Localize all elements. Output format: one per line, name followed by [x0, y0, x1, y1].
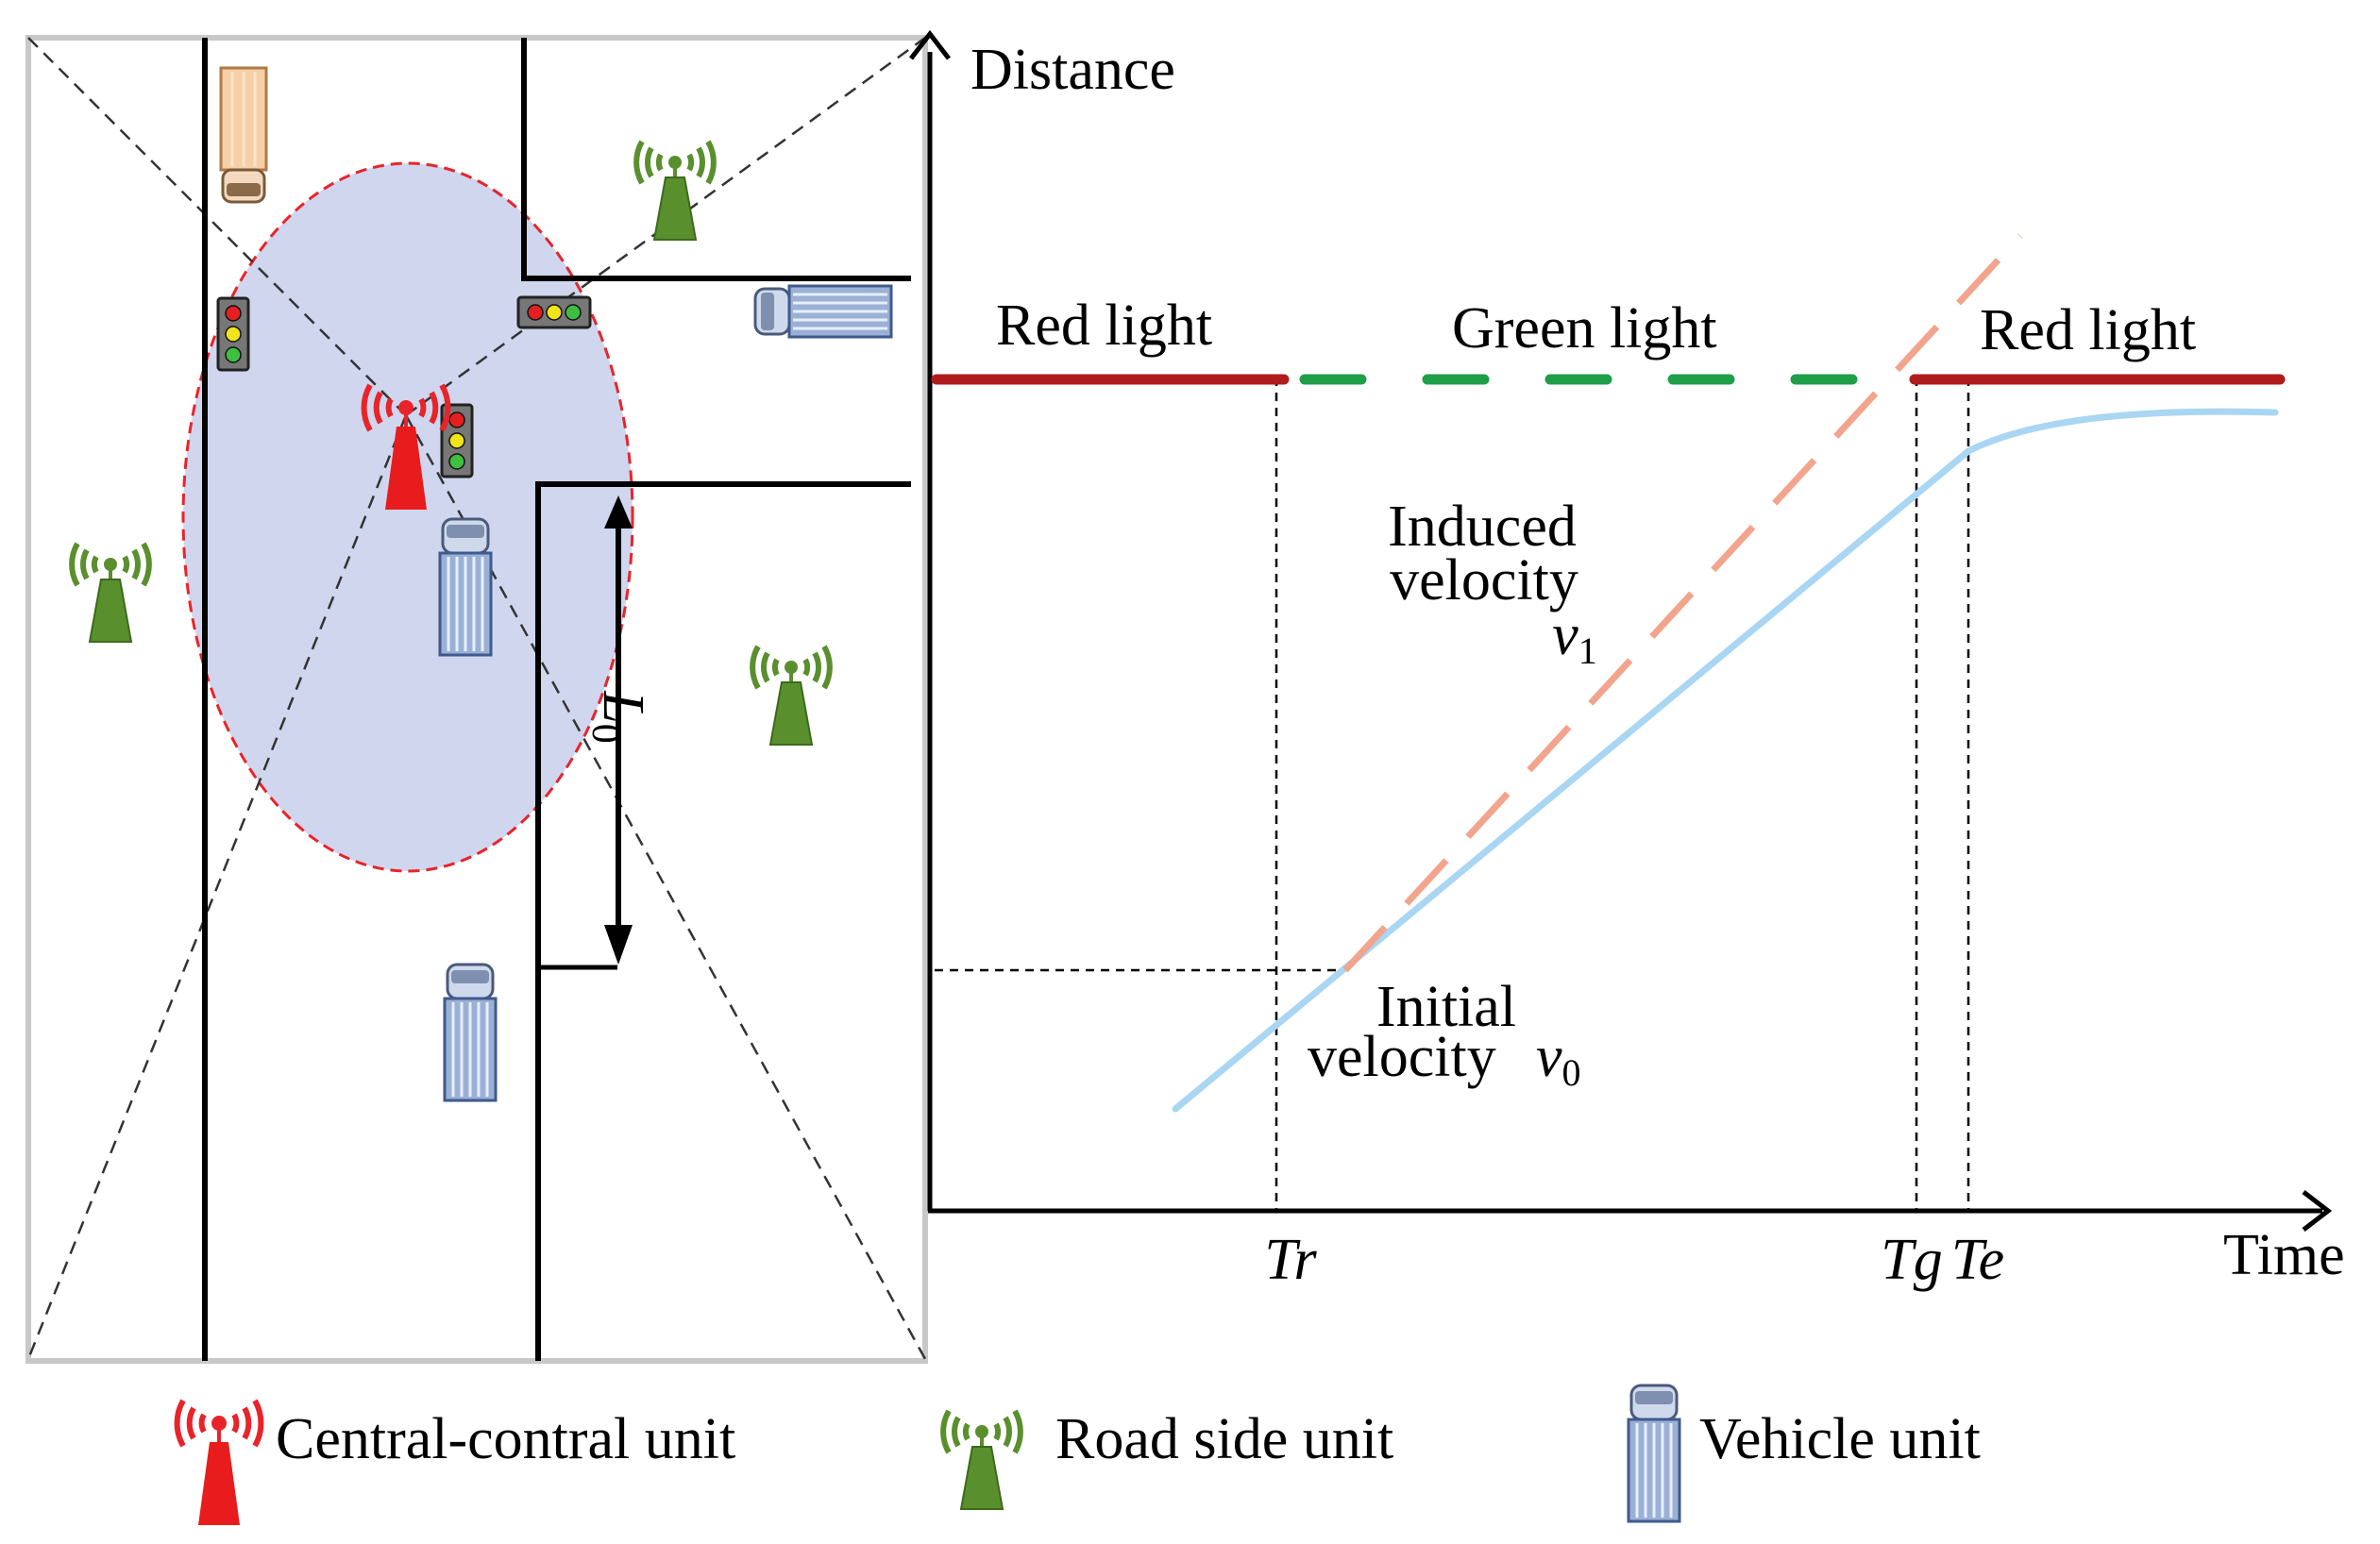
induced-velocity-line	[1342, 233, 2023, 973]
green-light-label: Green light	[1452, 296, 1717, 361]
legend: Central-contral unit Road side unit Vehi…	[177, 1384, 1981, 1525]
road-lines	[202, 38, 911, 1361]
vehicle-icon	[219, 66, 268, 204]
svg-text:velocity: velocity	[1308, 1025, 1496, 1089]
road-side-unit-icon	[943, 1411, 1021, 1509]
x-axis-label: Time	[2223, 1223, 2345, 1287]
coverage-area	[181, 161, 634, 873]
svg-text:v1: v1	[1552, 603, 1597, 672]
x-axis-arrowhead	[2302, 1190, 2333, 1232]
map-panel: L0	[25, 35, 928, 1364]
legend-label: Vehicle unit	[1699, 1407, 1981, 1471]
y-axis-arrowhead	[909, 29, 951, 60]
legend-label: Central-contral unit	[276, 1407, 735, 1471]
vehicle-icon	[438, 517, 493, 657]
guide-lines	[935, 378, 1970, 1211]
red-light-label: Red light	[1980, 298, 2196, 362]
graph-panel: Distance Time Red light Green light Red …	[909, 29, 2345, 1292]
central-unit-icon	[177, 1401, 262, 1525]
traffic-light-icon	[516, 295, 592, 329]
sight-lines	[26, 36, 927, 1360]
svg-text:velocity: velocity	[1390, 548, 1578, 613]
legend-label: Road side unit	[1055, 1407, 1393, 1471]
tick-tg: Tg	[1881, 1228, 1942, 1292]
traffic-light-icon	[216, 296, 250, 372]
l0-label: L0	[583, 690, 655, 743]
vehicle-icon	[443, 963, 498, 1102]
tick-te: Te	[1951, 1228, 2004, 1292]
y-axis-label: Distance	[971, 38, 1175, 102]
induced-velocity-label: Induced velocity v1	[1388, 495, 1597, 672]
svg-text:Initial: Initial	[1376, 975, 1516, 1039]
vehicle-icon	[1627, 1384, 1681, 1523]
svg-text:Induced: Induced	[1388, 495, 1577, 559]
initial-velocity-label: Initial velocity v0	[1308, 975, 1581, 1094]
tick-tr: Tr	[1264, 1228, 1317, 1292]
vehicle-icon	[753, 284, 893, 339]
svg-text:v0: v0	[1536, 1025, 1581, 1094]
distance-l0: L0	[538, 495, 655, 970]
red-light-label: Red light	[996, 294, 1212, 358]
initial-velocity-curve	[1172, 408, 2279, 1113]
